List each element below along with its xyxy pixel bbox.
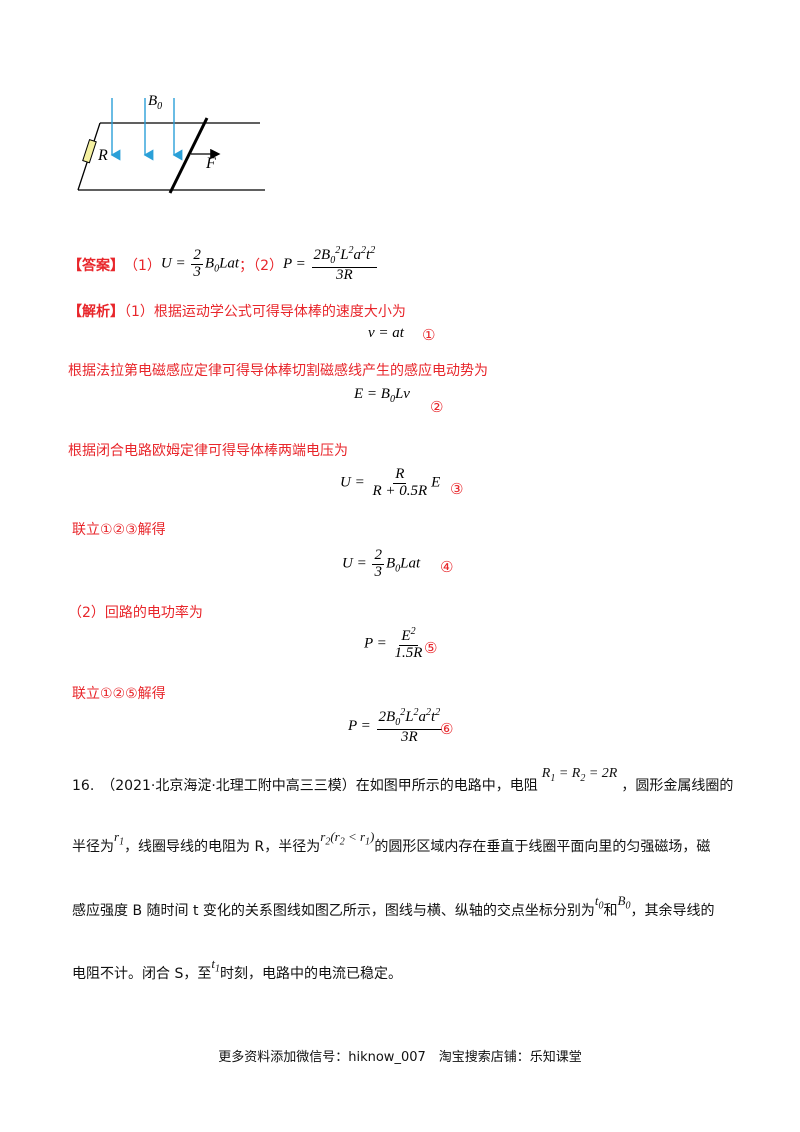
circuit-figure	[77, 98, 265, 194]
analysis-line-5: （2）回路的电功率为	[68, 605, 203, 621]
label-f: F	[206, 155, 216, 172]
page-footer: 更多资料添加微信号：hiknow_007 淘宝搜索店铺：乐知课堂	[218, 1050, 582, 1065]
marker-5: ⑤	[424, 639, 438, 657]
problem16-line-2: 半径为 r1 ，线圈导线的电阻为 R，半径为 r2(r2 < r1) 的圆形区域…	[72, 828, 711, 855]
eq-1: v = at	[368, 325, 404, 341]
formula-r2: r2(r2 < r1)	[320, 828, 375, 848]
analysis-line-2: 根据法拉第电磁感应定律可得导体棒切割磁感线产生的感应电动势为	[68, 363, 488, 379]
formula-r1-r2: R1 = R2 = 2R	[541, 766, 618, 784]
marker-3: ③	[450, 480, 464, 498]
analysis-line-6: 联立①②⑤解得	[72, 686, 166, 702]
marker-4: ④	[440, 558, 454, 576]
analysis-line-3: 根据闭合电路欧姆定律可得导体棒两端电压为	[68, 443, 348, 459]
formula-t1: t1	[211, 955, 220, 975]
label-r: R	[98, 147, 108, 164]
problem16-line-4: 电阻不计。闭合 S，至 t1 时刻，电路中的电流已稳定。	[72, 955, 402, 982]
problem16-line-1: 16. （2021·北京海淀·北理工附中高三三模）在如图甲所示的电路中，电阻 R…	[72, 766, 734, 794]
label-b0: B0	[148, 93, 163, 112]
formula-r1: r1	[114, 828, 125, 848]
problem16-line-3: 感应强度 B 随时间 t 变化的关系图线如图乙所示，图线与横、纵轴的交点坐标分别…	[72, 892, 715, 919]
formula-t0: t0	[594, 892, 604, 912]
marker-6: ⑥	[440, 720, 454, 738]
marker-2: ②	[430, 398, 444, 416]
formula-b0: B0	[617, 892, 631, 912]
marker-1: ①	[422, 326, 436, 344]
analysis-line-4: 联立①②③解得	[72, 522, 166, 538]
eq-2: E = B0Lv	[354, 386, 410, 405]
resistor-icon	[82, 138, 97, 164]
analysis-line-1: 【解析】（1）根据运动学公式可得导体棒的速度大小为	[68, 304, 406, 320]
